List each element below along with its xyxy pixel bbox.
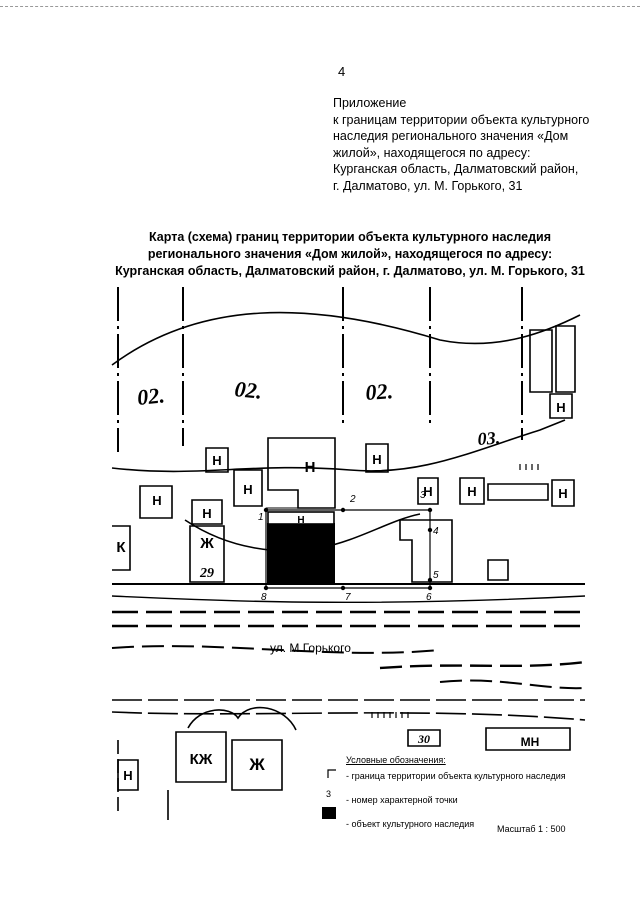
- point-number: 2: [349, 494, 356, 505]
- legend-item-text: - объект культурного наследия: [346, 819, 475, 829]
- building-label: Н: [305, 459, 316, 476]
- boundary-point-4: [427, 527, 433, 533]
- fence-hatch: [371, 712, 409, 718]
- map-scale: Масштаб 1 : 500: [497, 824, 566, 834]
- building-label: Н: [243, 482, 252, 497]
- building-outline: [399, 519, 453, 583]
- boundary-point-1: [263, 507, 269, 513]
- building-outline: [191, 499, 223, 525]
- legend-item-text: - граница территории объекта культурного…: [346, 771, 566, 781]
- boundary-point-8: [263, 585, 269, 591]
- zone-label: 02.: [233, 376, 263, 404]
- appendix-line: наследия регионального значения «Дом: [333, 129, 569, 143]
- zone-label: 02.: [136, 382, 166, 410]
- map-legend: Условные обозначения: - граница территор…: [346, 754, 566, 838]
- building-outline: [551, 479, 575, 507]
- building-outline: [189, 525, 225, 583]
- house-number: 30: [417, 732, 430, 746]
- legend-title: Условные обозначения:: [346, 755, 446, 765]
- legend-point-symbol: 3: [326, 789, 331, 799]
- street-name: ул. М.Горького: [270, 641, 351, 655]
- building-outline: [175, 731, 227, 783]
- point-number: 1: [258, 512, 264, 523]
- legend-item: - номер характерной точки: [346, 794, 566, 814]
- building-outline: [459, 477, 485, 505]
- boundary-point-6: [427, 585, 433, 591]
- legend-item-text: - номер характерной точки: [346, 795, 458, 805]
- building-outline: [112, 525, 131, 571]
- building-outline: [529, 329, 553, 393]
- building-outline: [231, 739, 283, 791]
- building-outline: [365, 443, 389, 473]
- building-label: К: [116, 539, 126, 556]
- building-outline: [417, 477, 439, 505]
- street-center: [111, 645, 441, 654]
- map-title-line: регионального значения «Дом жилой», нахо…: [147, 247, 553, 261]
- building-outline: [549, 393, 573, 419]
- street-center: [439, 679, 586, 690]
- building-label: Н: [372, 452, 381, 467]
- building-outline: [205, 447, 229, 473]
- page-number: 4: [338, 64, 346, 79]
- boundary-point-7: [340, 585, 346, 591]
- building-label: Н: [467, 484, 476, 499]
- building-outline: [233, 469, 263, 507]
- street-center: [379, 660, 586, 670]
- building-label: МН: [521, 735, 540, 749]
- appendix-line: Курганская область, Далматовский район,: [333, 162, 579, 176]
- contour-line: [111, 419, 566, 473]
- building-label: Н: [212, 453, 221, 468]
- legend-boundary-symbol: [327, 769, 336, 778]
- building-outline: [407, 729, 441, 747]
- building-outline: [139, 485, 173, 519]
- appendix-line: Приложение: [333, 96, 407, 110]
- heritage-object: [267, 523, 335, 585]
- building-label: Н: [152, 493, 161, 508]
- building-outline: [487, 559, 509, 581]
- legend-item: - граница территории объекта культурного…: [346, 770, 566, 790]
- point-number: 3: [420, 490, 426, 501]
- appendix-line: к границам территории объекта культурног…: [333, 112, 590, 127]
- boundary-point-3: [427, 507, 433, 513]
- point-number: 5: [433, 570, 439, 581]
- map-title-line: Карта (схема) границ территории объекта …: [149, 230, 551, 244]
- point-number: 7: [345, 592, 351, 603]
- building-label: Н: [556, 400, 565, 415]
- heritage-object-top: [267, 511, 335, 525]
- building-label: Н: [202, 506, 211, 521]
- legend-item: - объект культурного наследия: [346, 818, 566, 838]
- street-edge: [111, 711, 586, 721]
- point-number: 8: [261, 592, 267, 603]
- map-title-line: Курганская область, Далматовский район, …: [115, 264, 585, 278]
- boundary-point-2: [340, 507, 346, 513]
- building-label: Н: [558, 486, 567, 501]
- building-outline: [555, 325, 576, 393]
- appendix-line: г. Далматово, ул. М. Горького, 31: [333, 178, 523, 193]
- house-number: 29: [199, 566, 214, 581]
- tree-cluster: [187, 706, 297, 731]
- street-edge: [111, 595, 586, 604]
- building-label: КЖ: [190, 751, 213, 768]
- building-label: Ж: [199, 535, 214, 552]
- scan-top-edge: [0, 6, 640, 7]
- building-label: Н: [297, 515, 304, 526]
- contour-line: [111, 311, 581, 366]
- building-outline: [485, 727, 571, 751]
- zone-label: 02.: [365, 378, 394, 405]
- building-label: Н: [423, 484, 432, 499]
- appendix-line: жилой», находящегося по адресу:: [333, 145, 531, 160]
- point-number: 6: [426, 592, 432, 603]
- zone-label: 03.: [477, 427, 501, 449]
- appendix-header: Приложение к границам территории объекта…: [333, 95, 589, 194]
- building-label: Ж: [248, 755, 265, 774]
- building-outline: [487, 483, 549, 501]
- building-outline: [267, 437, 336, 509]
- point-number: 4: [433, 526, 439, 537]
- fence-hatch: [519, 464, 539, 470]
- boundary-point-5: [427, 577, 433, 583]
- legend-object-symbol: [322, 807, 336, 819]
- map-title: Карта (схема) границ территории объекта …: [100, 229, 600, 280]
- building-label: Н: [123, 768, 132, 783]
